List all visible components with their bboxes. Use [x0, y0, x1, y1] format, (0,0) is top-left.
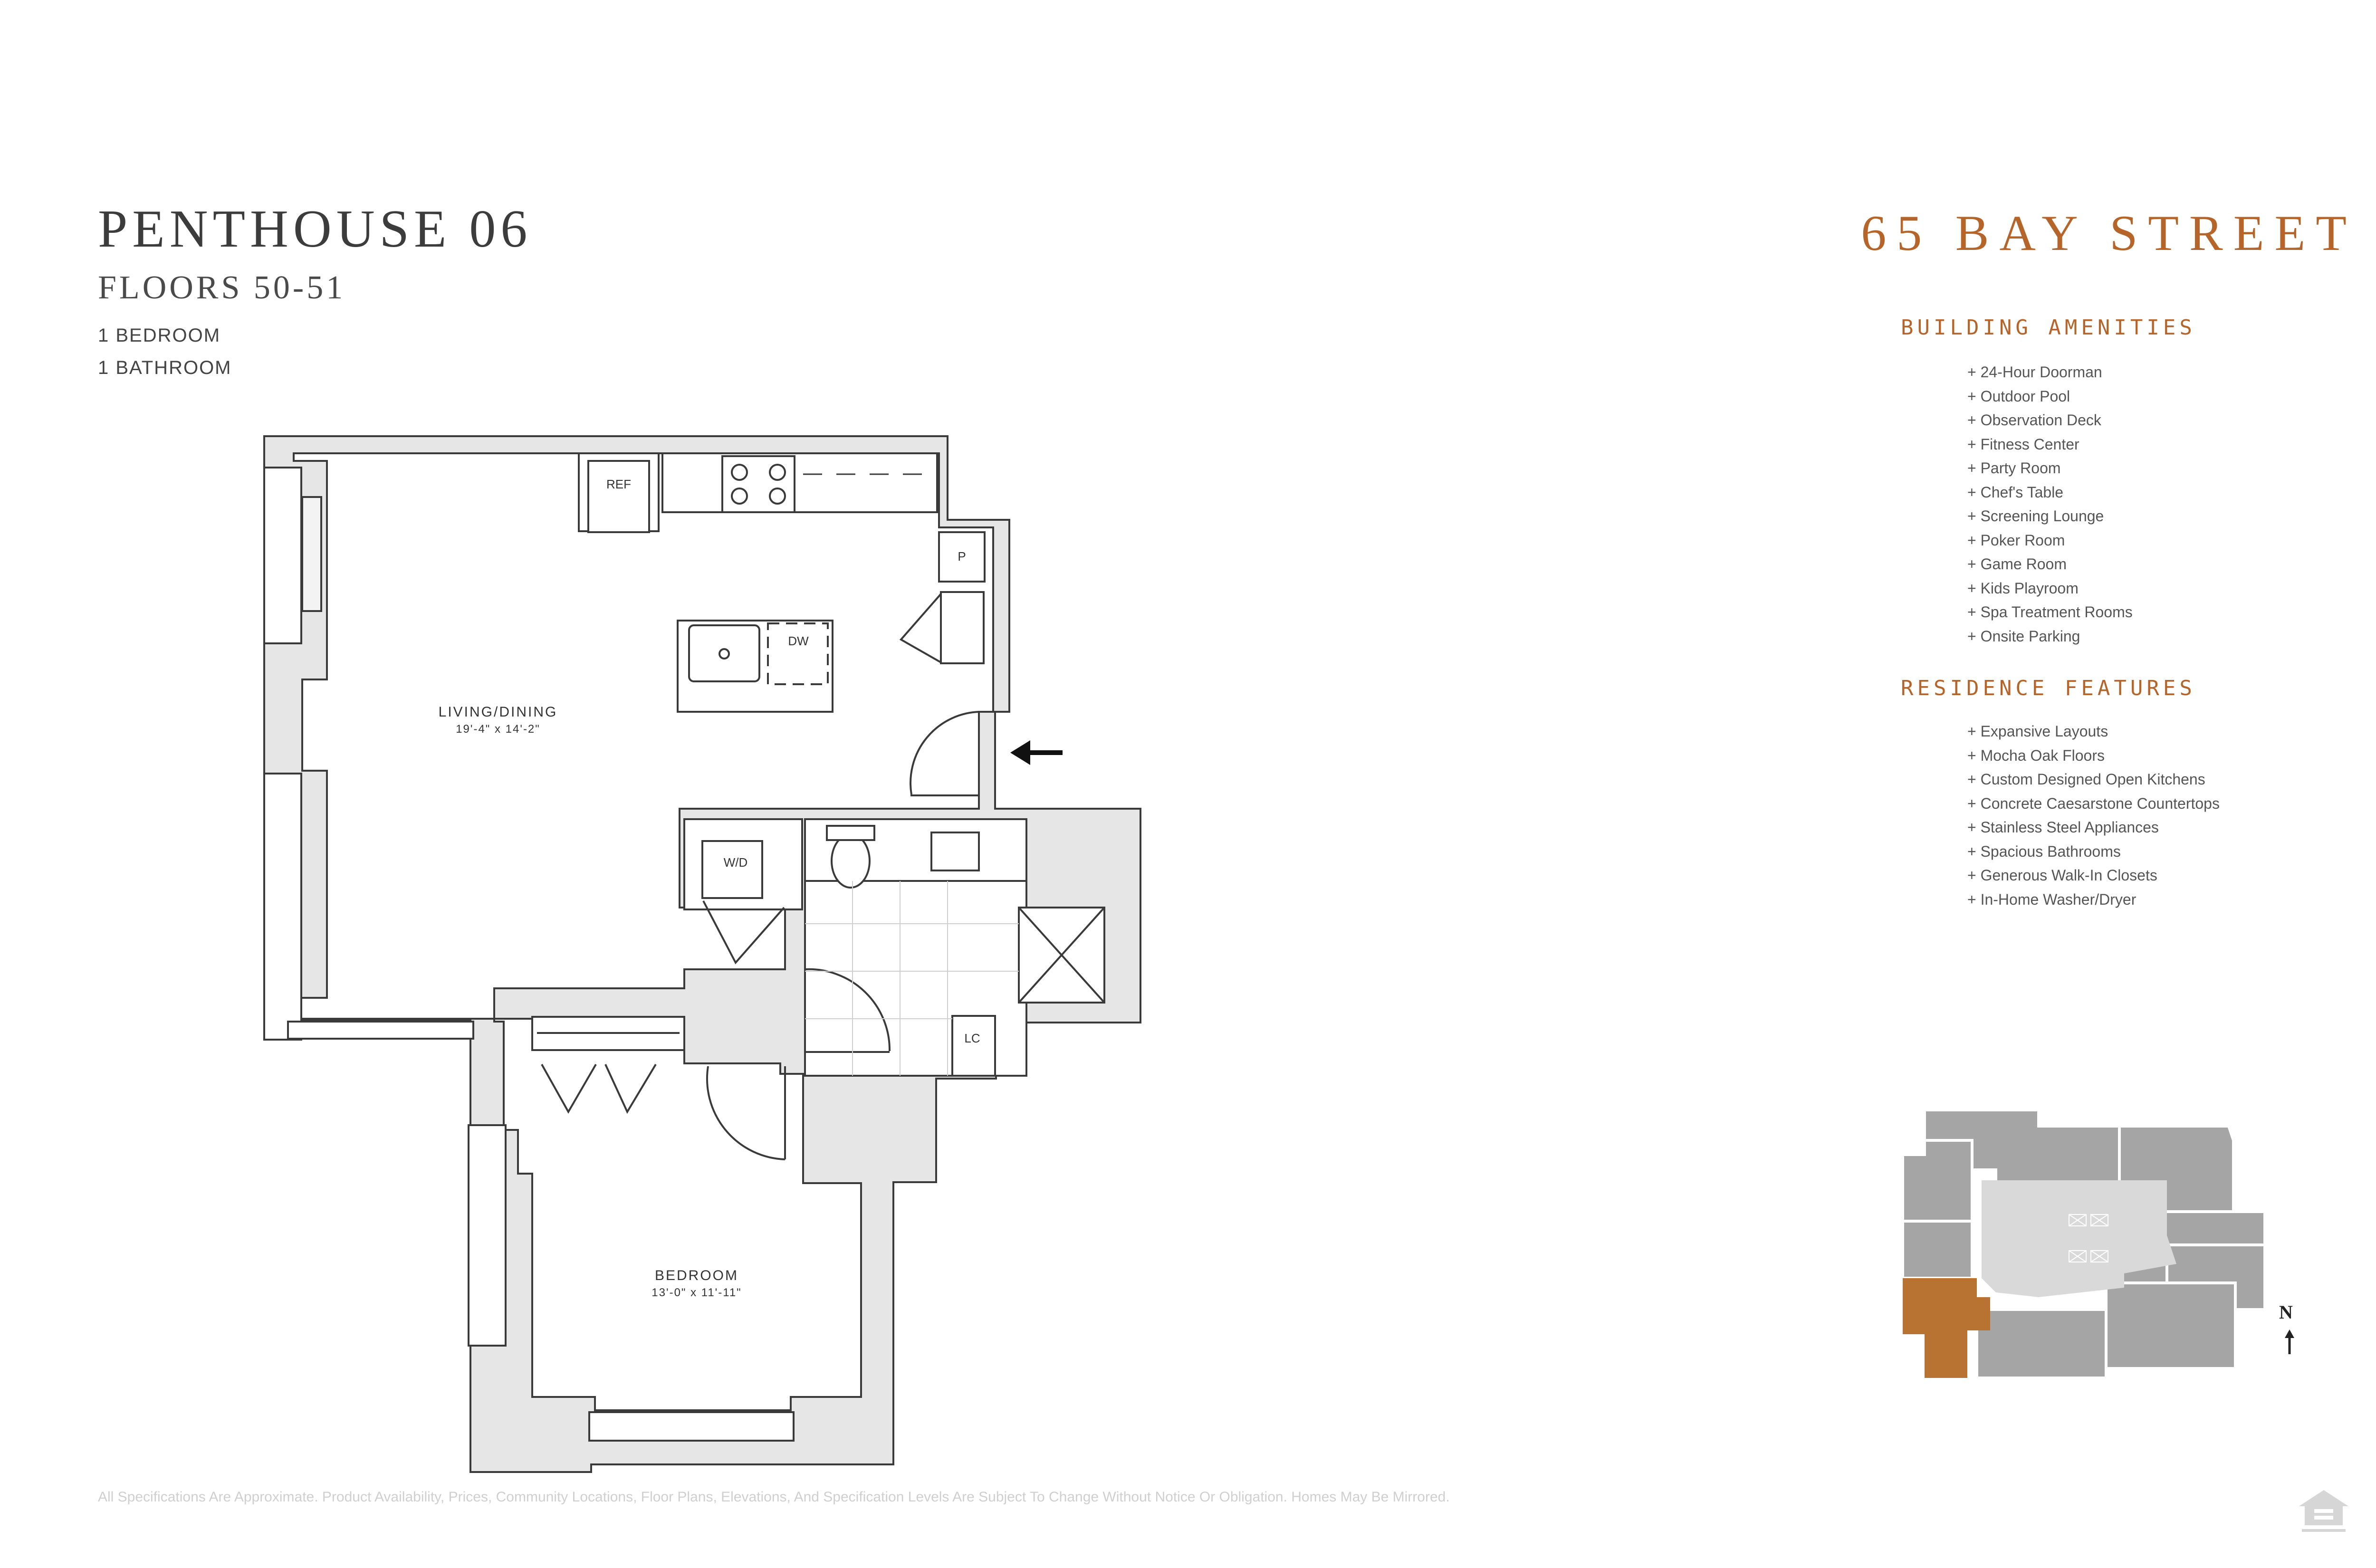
amenity-item: + Outdoor Pool [1967, 387, 2070, 405]
living-dining-dims: 19'-4" x 14'-2" [456, 723, 540, 736]
windows [263, 467, 795, 1442]
washer-dryer-label: W/D [724, 855, 748, 870]
amenity-item: + Onsite Parking [1967, 627, 2080, 645]
bathroom-count: 1 BATHROOM [98, 357, 232, 378]
disclaimer: All Specifications Are Approximate. Prod… [98, 1489, 1450, 1505]
key-plan-highlighted-unit [1903, 1278, 1990, 1378]
living-dining-label: LIVING/DINING [439, 704, 558, 720]
bathroom-tiles [805, 881, 1019, 1076]
amenities-list: + 24-Hour Doorman + Outdoor Pool + Obser… [1967, 360, 2133, 648]
amenity-item: + Spa Treatment Rooms [1967, 603, 2133, 621]
amenities-heading: BUILDING AMENITIES [1901, 316, 2196, 340]
refrigerator-label: REF [606, 477, 631, 491]
pantry-label: P [958, 549, 966, 564]
feature-item: + In-Home Washer/Dryer [1967, 890, 2136, 908]
entry-arrow-icon [1010, 740, 1063, 765]
amenity-item: + Fitness Center [1967, 435, 2079, 453]
feature-item: + Generous Walk-In Closets [1967, 867, 2157, 884]
feature-item: + Custom Designed Open Kitchens [1967, 771, 2205, 788]
north-arrow-icon [2285, 1329, 2294, 1354]
feature-item: + Expansive Layouts [1967, 723, 2108, 740]
amenity-item: + Poker Room [1967, 531, 2065, 549]
amenity-item: + 24-Hour Doorman [1967, 363, 2102, 381]
amenity-item: + Kids Playroom [1967, 579, 2079, 597]
amenity-item: + Observation Deck [1967, 411, 2101, 429]
amenity-item: + Screening Lounge [1967, 507, 2104, 525]
amenity-item: + Party Room [1967, 459, 2061, 477]
bathroom [683, 818, 1105, 1160]
closet [531, 1016, 685, 1114]
key-plan-core [1982, 1180, 2176, 1297]
features-list: + Expansive Layouts + Mocha Oak Floors +… [1967, 719, 2220, 911]
unit-floors: FLOORS 50-51 [98, 269, 346, 306]
feature-item: + Mocha Oak Floors [1967, 746, 2105, 764]
bedroom-dims: 13'-0" x 11'-11" [651, 1286, 741, 1299]
north-label: N [2279, 1301, 2293, 1323]
equal-housing-icon [2299, 1490, 2348, 1532]
feature-item: + Stainless Steel Appliances [1967, 819, 2159, 836]
bedroom-label: BEDROOM [655, 1268, 738, 1283]
kitchen [578, 452, 986, 713]
building-name: 65 BAY STREET [1861, 205, 2357, 261]
dishwasher-label: DW [788, 634, 809, 648]
unit-title: PENTHOUSE 06 [98, 200, 532, 258]
entry-door [910, 711, 980, 796]
linen-closet-label: LC [964, 1031, 980, 1045]
key-plan-elevator-marks [2069, 1214, 2108, 1262]
amenity-item: + Game Room [1967, 555, 2067, 573]
feature-item: + Spacious Bathrooms [1967, 842, 2121, 860]
feature-item: + Concrete Caesarstone Countertops [1967, 794, 2220, 812]
amenity-item: + Chef's Table [1967, 483, 2064, 501]
bedroom-count: 1 BEDROOM [98, 325, 221, 346]
features-heading: RESIDENCE FEATURES [1901, 676, 2196, 700]
